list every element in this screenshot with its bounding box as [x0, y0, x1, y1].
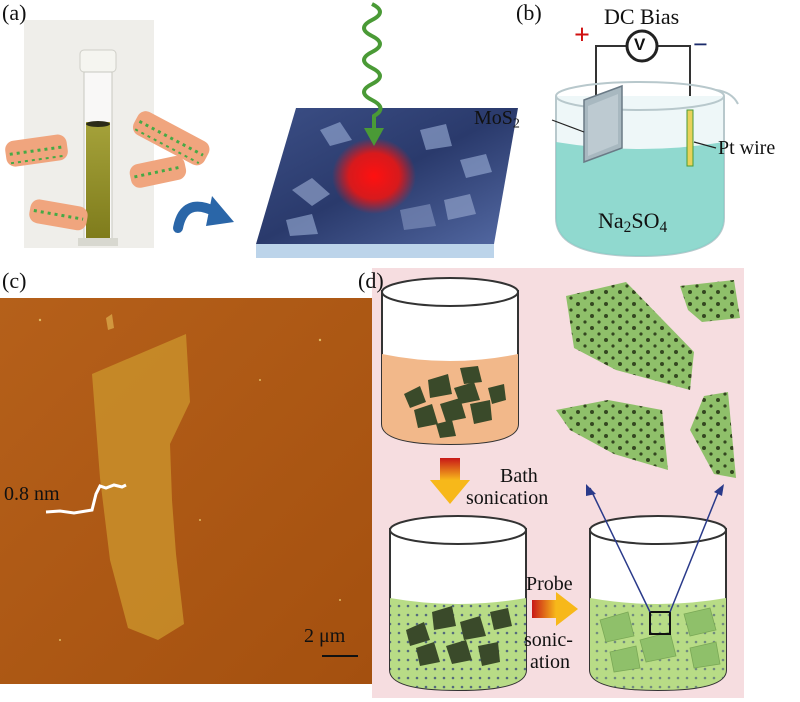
electrolyte-label: Na2SO4: [598, 208, 668, 236]
down-arrow: [430, 458, 470, 504]
porous-sheet: [556, 400, 668, 470]
beaker: [381, 277, 519, 446]
scale-bar-label: 2 μm: [304, 625, 346, 647]
minus-sign: −: [693, 30, 708, 59]
zoom-box: [649, 611, 671, 635]
electrolyte-sub-2: 4: [659, 218, 668, 236]
flake-stack: [5, 134, 68, 167]
beaker: [389, 515, 527, 692]
voltmeter-icon: [625, 29, 659, 63]
porous-sheet: [690, 392, 736, 478]
panel-c: [0, 298, 372, 684]
beaker: [586, 484, 727, 692]
electrolyte-main-1: Na: [598, 208, 624, 233]
panel-label-b: (b): [516, 0, 542, 25]
ation-label: ation: [530, 651, 570, 673]
porous-sheet: [680, 280, 740, 322]
afm-flake: [92, 334, 190, 640]
sonication-label: sonication: [466, 487, 549, 509]
pt-wire-label: Pt wire: [718, 137, 776, 159]
pt-wire: [686, 109, 694, 167]
right-arrow: [532, 592, 578, 626]
sonic-label: sonic-: [524, 629, 573, 651]
panel-a: [5, 2, 518, 258]
light-wave: [362, 2, 384, 146]
afm-topography: [256, 108, 518, 258]
cuvette-image: [78, 49, 118, 246]
flake-stack: [132, 111, 210, 166]
dc-bias-label: DC Bias: [604, 4, 680, 29]
mos2-label-main: MoS: [474, 107, 513, 129]
mos2-electrode: [583, 84, 623, 164]
panel-d: [372, 268, 744, 698]
electrolyte-sub-1: 2: [623, 218, 632, 236]
flake-stack: [29, 199, 88, 231]
porous-sheet: [566, 282, 694, 390]
voltmeter-symbol: V: [634, 35, 646, 54]
panel-label-c: (c): [2, 268, 27, 293]
panel-b: [551, 29, 739, 258]
mos2-label: MoS2: [474, 108, 520, 132]
bath-label: Bath: [500, 465, 538, 487]
panel-label-d: (d): [358, 268, 384, 293]
panel-label-a: (a): [2, 0, 27, 25]
curved-arrow: [173, 196, 234, 233]
mos2-label-sub: 2: [512, 116, 520, 132]
flake-stack: [129, 156, 187, 188]
height-profile: [45, 483, 127, 515]
electrolyte-main-2: SO: [631, 208, 660, 233]
plus-sign: +: [574, 20, 590, 51]
probe-label: Probe: [526, 573, 573, 595]
step-height-label: 0.8 nm: [4, 483, 60, 505]
